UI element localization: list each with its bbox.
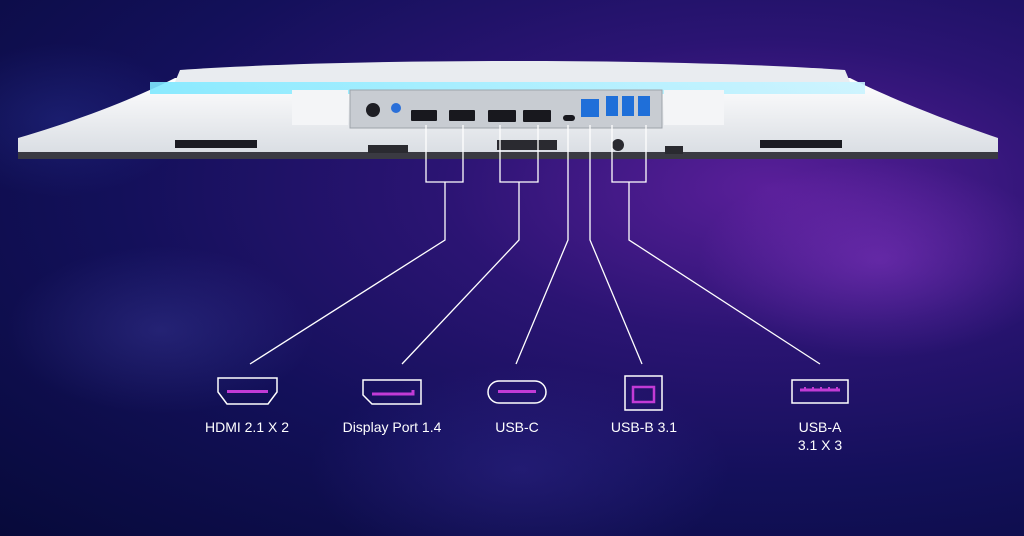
usb-c-label: USB-C <box>495 419 539 435</box>
power-port <box>366 103 380 117</box>
callout-usb-c <box>515 125 569 365</box>
callout-hdmi <box>249 125 464 365</box>
hdmi-icon <box>217 377 278 405</box>
usb-a-icon <box>791 379 849 404</box>
hdmi-label: HDMI 2.1 X 2 <box>204 419 290 435</box>
displayport-1 <box>488 110 516 122</box>
usb-a-label: USB-A 3.1 X 3 <box>797 419 843 453</box>
audio-jack <box>391 103 401 113</box>
vent-right <box>760 140 842 148</box>
callout-usb-a <box>611 125 821 365</box>
callout-lines <box>249 125 821 365</box>
usb-c-icon <box>487 380 547 404</box>
displayport-icon <box>362 379 422 405</box>
usb-a-port-1 <box>606 96 618 116</box>
usb-b-port <box>581 99 599 117</box>
usb-b-label: USB-B 3.1 <box>610 419 678 435</box>
callout-displayport <box>401 125 539 365</box>
callout-usb-b <box>589 125 643 365</box>
displayport-label: Display Port 1.4 <box>342 419 442 435</box>
panel-ports <box>366 96 650 122</box>
displayport-2 <box>523 110 551 122</box>
usb-c-port <box>563 115 575 121</box>
hdmi-port-1 <box>411 110 437 121</box>
hdmi-port-2 <box>449 110 475 121</box>
monitor-back-panel <box>175 61 850 82</box>
monitor-bottom-edge <box>18 152 998 159</box>
usb-a-port-3 <box>638 96 650 116</box>
usb-b-icon <box>624 375 663 411</box>
vent-left <box>175 140 257 148</box>
usb-a-port-2 <box>622 96 634 116</box>
